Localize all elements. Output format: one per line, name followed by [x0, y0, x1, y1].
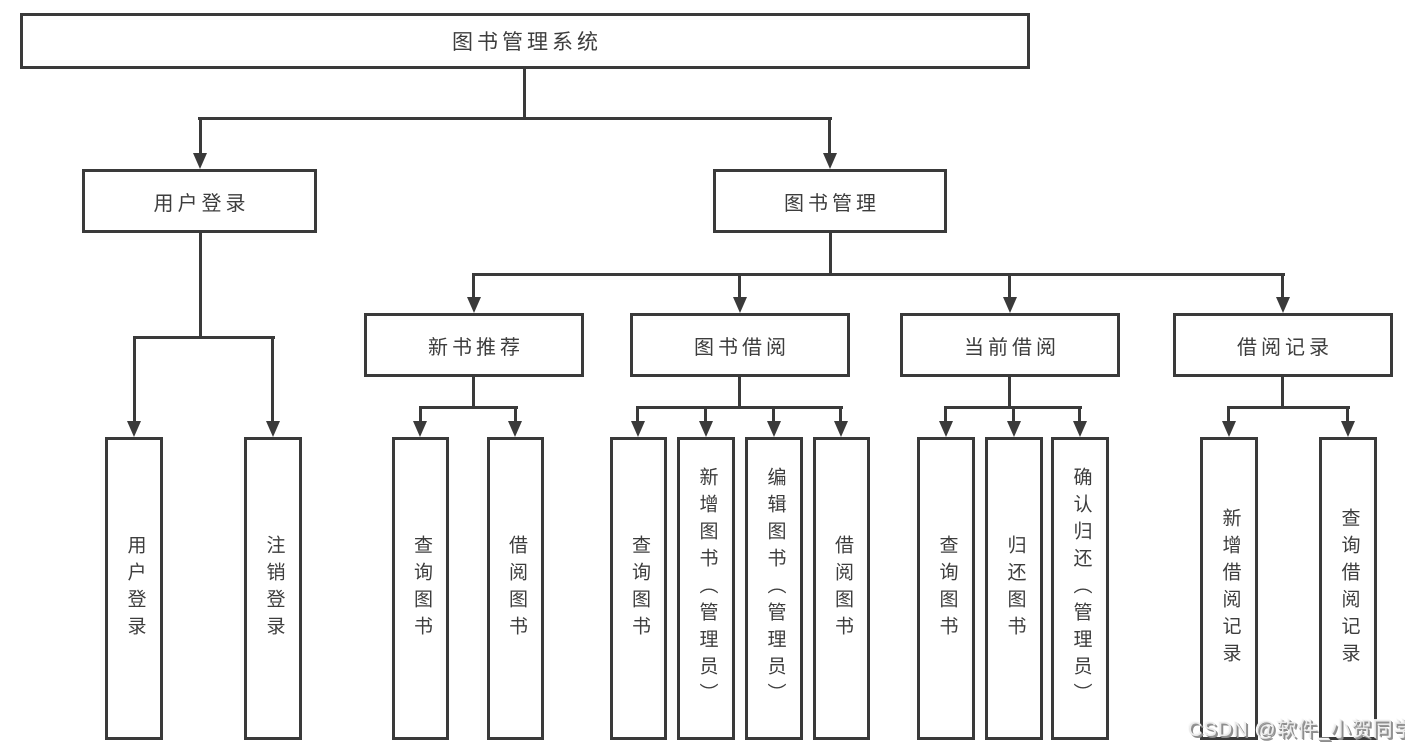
connector-line: [772, 409, 775, 422]
connector-line: [514, 409, 517, 422]
connector-line: [472, 276, 475, 298]
arrow-down-icon: [733, 297, 747, 313]
connector-line: [1281, 276, 1284, 298]
connector-line: [199, 120, 202, 154]
arrow-down-icon: [413, 421, 427, 437]
arrow-down-icon: [823, 153, 837, 169]
node-book-borrow: 图书借阅: [630, 313, 850, 377]
arrow-down-icon: [1003, 297, 1017, 313]
leaf-borrow-query-books-label: 查询图书: [628, 534, 650, 643]
connector-line: [829, 233, 832, 273]
connector-line: [738, 276, 741, 298]
node-user-login: 用户登录: [82, 169, 317, 233]
connector-line: [271, 339, 274, 421]
connector-line: [1227, 409, 1230, 422]
arrow-down-icon: [127, 421, 141, 437]
arrow-down-icon: [1007, 421, 1021, 437]
arrow-down-icon: [1341, 421, 1355, 437]
leaf-current-query-books: 查询图书: [917, 437, 975, 740]
connector-line: [636, 406, 843, 409]
leaf-borrow-query-books: 查询图书: [610, 437, 667, 740]
leaf-recommend-borrow-books: 借阅图书: [487, 437, 544, 740]
leaf-recommend-query-books-label: 查询图书: [410, 534, 432, 643]
arrow-down-icon: [631, 421, 645, 437]
node-book-management: 图书管理: [713, 169, 947, 233]
leaf-current-query-books-label: 查询图书: [936, 534, 958, 643]
leaf-add-books-admin-label: 新增图书（管理员）: [696, 467, 718, 710]
leaf-query-borrow-record-label: 查询借阅记录: [1338, 507, 1360, 670]
arrow-down-icon: [699, 421, 713, 437]
connector-line: [472, 377, 475, 407]
connector-line: [133, 339, 136, 421]
connector-line: [1012, 409, 1015, 422]
arrow-down-icon: [193, 153, 207, 169]
leaf-add-borrow-record: 新增借阅记录: [1200, 437, 1258, 740]
leaf-borrow-books-label: 借阅图书: [831, 534, 853, 643]
node-borrow-records: 借阅记录: [1173, 313, 1393, 377]
connector-line: [839, 409, 842, 422]
node-current-borrow: 当前借阅: [900, 313, 1120, 377]
node-book-borrow-label: 图书借阅: [694, 336, 790, 359]
connector-line: [944, 406, 1082, 409]
node-borrow-records-label: 借阅记录: [1237, 336, 1333, 359]
leaf-user-login-label: 用户登录: [124, 534, 146, 643]
connector-line: [199, 233, 202, 336]
connector-line: [636, 409, 639, 422]
node-root-label: 图书管理系统: [452, 31, 602, 54]
leaf-recommend-query-books: 查询图书: [392, 437, 449, 740]
node-new-book-recommend: 新书推荐: [364, 313, 584, 377]
csdn-watermark: CSDN @软件_小贺同学: [1188, 719, 1405, 741]
leaf-recommend-borrow-books-label: 借阅图书: [505, 534, 527, 643]
leaf-confirm-return-admin-label: 确认归还（管理员）: [1070, 467, 1092, 710]
connector-line: [472, 273, 1285, 276]
leaf-add-borrow-record-label: 新增借阅记录: [1219, 507, 1241, 670]
arrow-down-icon: [939, 421, 953, 437]
node-new-book-recommend-label: 新书推荐: [428, 336, 524, 359]
arrow-down-icon: [1222, 421, 1236, 437]
connector-line: [1008, 276, 1011, 298]
leaf-edit-books-admin: 编辑图书（管理员）: [745, 437, 803, 740]
connector-line: [828, 120, 831, 154]
arrow-down-icon: [834, 421, 848, 437]
connector-line: [198, 117, 832, 120]
connector-line: [1281, 377, 1284, 407]
node-current-borrow-label: 当前借阅: [964, 336, 1060, 359]
connector-line: [1008, 377, 1011, 407]
leaf-return-books-label: 归还图书: [1004, 534, 1026, 643]
arrow-down-icon: [767, 421, 781, 437]
arrow-down-icon: [1073, 421, 1087, 437]
node-root: 图书管理系统: [20, 13, 1030, 69]
leaf-add-books-admin: 新增图书（管理员）: [677, 437, 735, 740]
arrow-down-icon: [467, 297, 481, 313]
node-book-management-label: 图书管理: [784, 192, 880, 215]
connector-line: [133, 336, 275, 339]
connector-line: [419, 406, 518, 409]
connector-line: [738, 377, 741, 407]
connector-line: [419, 409, 422, 422]
leaf-user-login: 用户登录: [105, 437, 163, 740]
connector-line: [944, 409, 947, 422]
leaf-logout-label: 注销登录: [263, 534, 285, 643]
leaf-logout: 注销登录: [244, 437, 302, 740]
leaf-borrow-books: 借阅图书: [813, 437, 870, 740]
arrow-down-icon: [1276, 297, 1290, 313]
arrow-down-icon: [508, 421, 522, 437]
connector-line: [704, 409, 707, 422]
node-user-login-label: 用户登录: [153, 192, 250, 215]
arrow-down-icon: [266, 421, 280, 437]
leaf-query-borrow-record: 查询借阅记录: [1319, 437, 1377, 740]
connector-line: [1346, 409, 1349, 422]
leaf-edit-books-admin-label: 编辑图书（管理员）: [764, 467, 786, 710]
leaf-confirm-return-admin: 确认归还（管理员）: [1051, 437, 1109, 740]
connector-line: [523, 69, 526, 117]
connector-line: [1078, 409, 1081, 422]
connector-line: [1227, 406, 1350, 409]
leaf-return-books: 归还图书: [985, 437, 1043, 740]
